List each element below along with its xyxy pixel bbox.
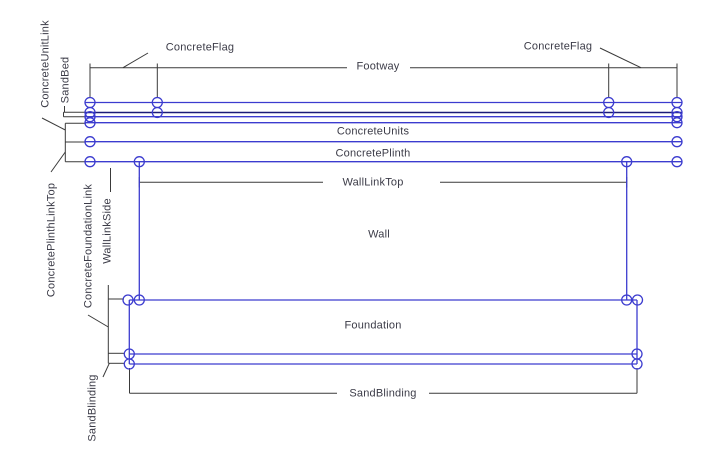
wall-label: Wall [368,228,390,241]
link-node [621,294,633,306]
link-node [671,111,683,123]
link-node [84,136,96,148]
sand-blinding-left-label: SandBlinding [86,374,99,442]
wall-link-side-label: WallLinkSide [101,198,114,264]
foundation-label: Foundation [344,319,402,332]
concrete-plinth-link-top-label: ConcretePlinthLinkTop [45,182,58,298]
link-node [84,156,96,168]
link-node [671,117,683,129]
concrete-unit-link-label: ConcreteUnitLink [39,20,52,108]
concrete-flag-left-label: ConcreteFlag [165,41,235,54]
link-node [631,294,644,306]
link-node [151,106,163,119]
concrete-flag-right-label: ConcreteFlag [523,40,593,53]
sand-blinding-left-leader [102,363,110,378]
sand-bed-label: SandBed [59,56,72,104]
footway-label: Footway [356,60,400,73]
link-node [671,156,683,168]
concrete-foundation-link-label: ConcreteFoundationLink [82,183,95,309]
link-node [621,156,633,168]
link-node [133,294,145,306]
concrete-plinth-label: ConcretePlinth [335,147,411,160]
concrete-foundation-link-leader [87,314,109,328]
sand-blinding-bottom-label: SandBlinding [349,387,417,400]
link-node [133,156,145,168]
link-node [84,111,96,123]
link-node [631,358,643,370]
link-node [603,106,615,119]
link-node [84,117,96,129]
concrete-flag-right-leader [599,47,642,69]
link-node [123,358,135,370]
element-layer [85,101,682,365]
link-node [122,294,134,306]
concrete-plinth-link-top-leader [50,151,66,173]
dimension-layer [41,47,678,394]
link-nodes [84,96,683,370]
concrete-unit-link-leader [41,117,66,131]
concrete-units-label: ConcreteUnits [336,125,410,138]
wall-link-top-label: WallLinkTop [342,176,404,189]
link-node [671,136,683,148]
concrete-flag-left-leader [122,52,149,69]
